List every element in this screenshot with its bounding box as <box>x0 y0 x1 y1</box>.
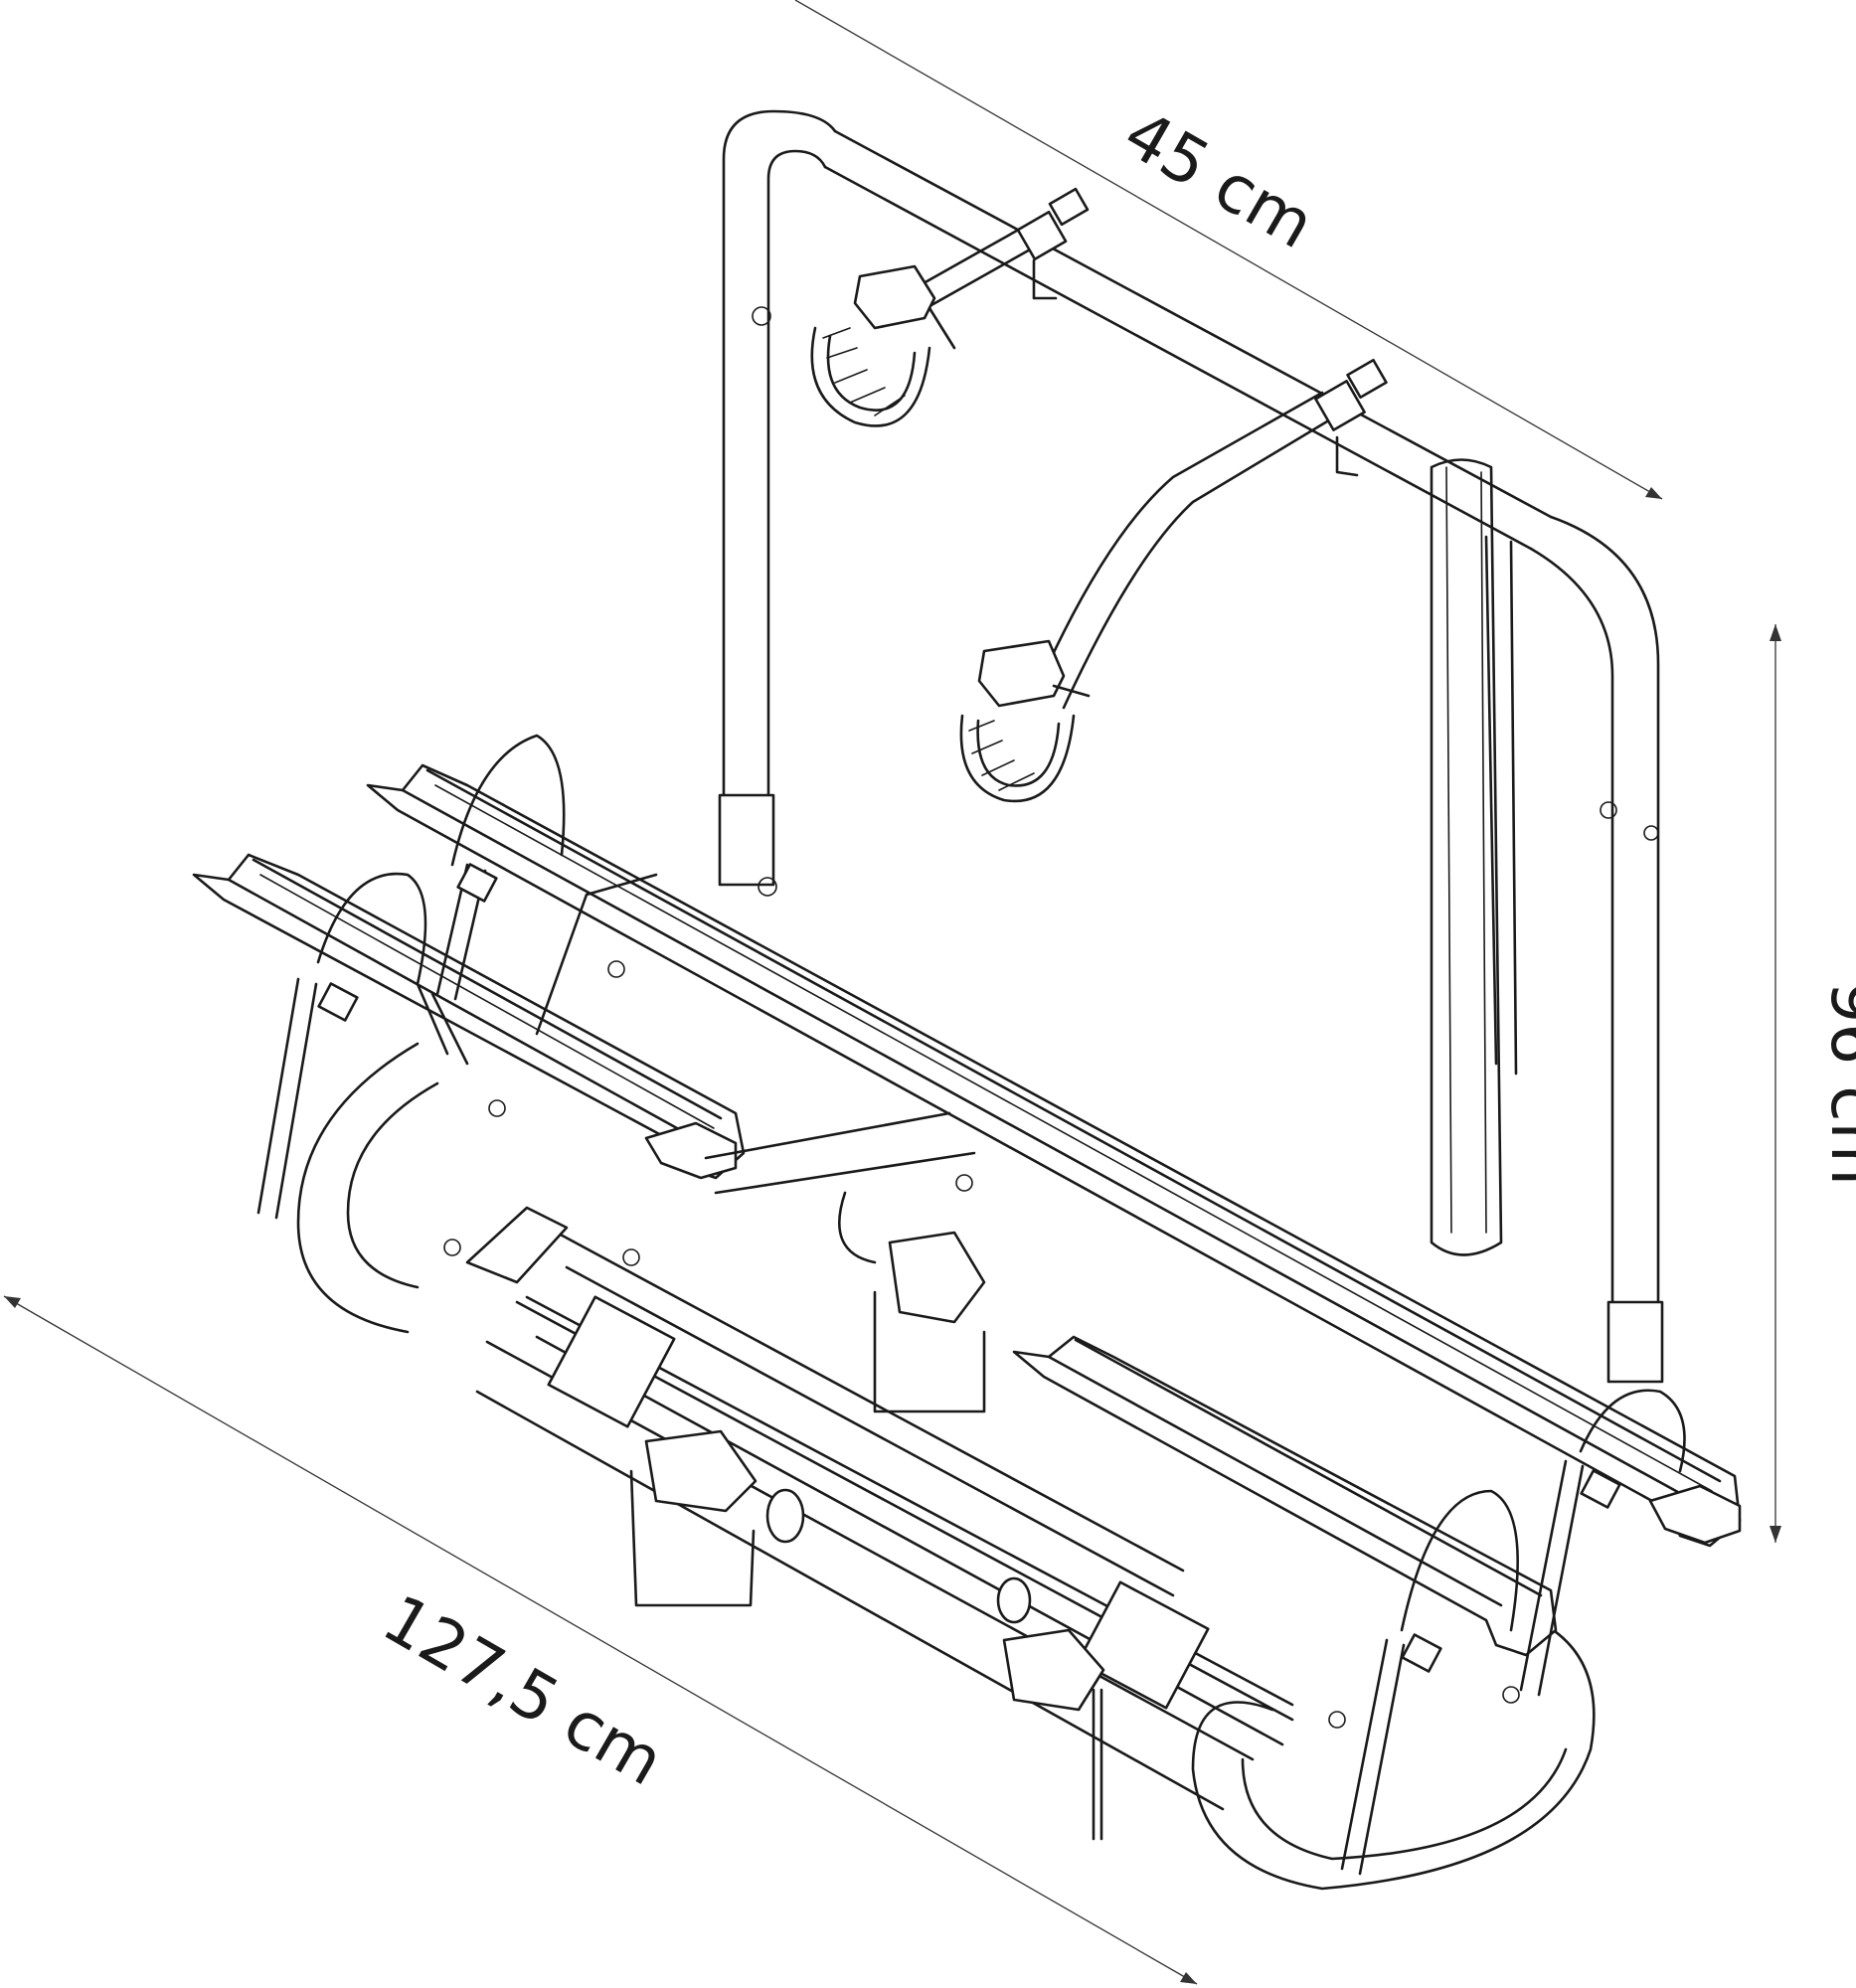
dimension-label-depth: 45 cm <box>1111 95 1327 263</box>
bolt-icon <box>1600 801 1617 819</box>
left-upright-sleeve <box>718 793 775 887</box>
wheel-rail-back <box>366 734 1742 1548</box>
lever-bracket <box>465 1206 569 1284</box>
u-bolt <box>1092 1688 1103 1841</box>
strap-buckle <box>1401 1633 1442 1673</box>
hanging-strap <box>1430 458 1518 1256</box>
frame-holder-arm-right <box>959 358 1388 803</box>
strap-ring <box>959 714 1076 803</box>
strap-buckle <box>317 982 359 1022</box>
wheel-rail-back-right-strap <box>1519 1389 1686 1697</box>
u-bolt <box>629 1469 756 1607</box>
wheel-strap <box>450 734 566 867</box>
dimension-line-width <box>3 1295 1198 1985</box>
wheel-rail-back-body <box>366 763 1742 1548</box>
strap-buckle <box>1580 1469 1621 1509</box>
dimension-height: 96 cm <box>1770 624 1856 1543</box>
bolt-icon <box>622 1248 640 1266</box>
frame-cradle <box>977 639 1066 708</box>
center-supports <box>535 873 976 1264</box>
wheel-rail-front-right-body <box>1012 1335 1558 1657</box>
u-bolt <box>873 1290 986 1413</box>
bolt-icon <box>1643 825 1659 841</box>
mount-bracket <box>888 1231 986 1324</box>
lower-frame <box>296 1042 1596 1891</box>
tube-end-cap <box>996 1576 1032 1624</box>
tube-end-cap <box>765 1488 805 1544</box>
rail-end-cup <box>644 1121 738 1180</box>
dimension-depth: 45 cm <box>794 0 1663 500</box>
rail-end-cup <box>1648 1484 1742 1545</box>
wheel-rail-front <box>192 853 746 1220</box>
upper-frame <box>718 109 1664 1384</box>
frame-holder-arm-left <box>810 187 1090 427</box>
strap-ring <box>810 326 931 427</box>
mount-bracket <box>1002 1628 1105 1712</box>
tube-sleeve <box>547 1295 676 1428</box>
bolt-icon <box>443 1239 461 1256</box>
right-loop <box>1191 1608 1596 1891</box>
tube-sleeve <box>1077 1580 1210 1710</box>
frame-cradle <box>853 264 936 330</box>
bolt-icon <box>1328 1711 1346 1729</box>
bolt-icon <box>955 1174 973 1192</box>
wheel-strap <box>1579 1389 1686 1473</box>
mount-bracket <box>644 1429 758 1513</box>
bolt-icon <box>488 1099 506 1117</box>
left-loop <box>296 1042 420 1334</box>
right-upright-sleeve <box>1606 1300 1664 1384</box>
bolt-icon <box>752 306 771 326</box>
bolt-icon <box>607 960 625 978</box>
dimension-line-depth <box>794 0 1663 500</box>
strap-buckle <box>456 863 498 903</box>
dimension-label-height: 96 cm <box>1816 981 1856 1186</box>
dimension-label-width: 127,5 cm <box>371 1580 676 1801</box>
wheel-strap <box>1400 1489 1519 1632</box>
bolt-icon <box>1502 1686 1520 1704</box>
wheel-rail-front-right <box>1012 1335 1558 1876</box>
wheel-strap <box>316 872 427 986</box>
bolt-icon <box>758 877 777 897</box>
